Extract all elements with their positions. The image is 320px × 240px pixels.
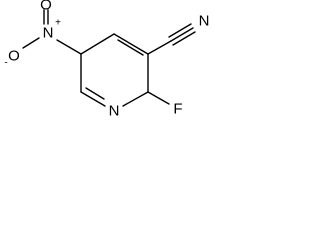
bond-c4-c3 (113, 33, 149, 55)
fluoro-group: F (147, 91, 183, 118)
bond-c5-c4 (80, 33, 115, 55)
bond-c5-nitro-n (56, 39, 82, 55)
bond-c2-n1 (122, 91, 149, 107)
nitro-nitrogen-charge: + (55, 18, 61, 29)
nitro-oxygen-double-label: O (40, 0, 52, 14)
bond-n1-c6 (80, 91, 106, 107)
fluorine-label: F (173, 101, 182, 118)
nitro-oxygen-charge: - (4, 58, 7, 69)
bond-c3-cn (147, 40, 172, 55)
nitro-oxygen-single-label: O (8, 48, 20, 65)
nitrile-nitrogen-label: N (199, 13, 210, 30)
nitro-group: N + O O - (4, 0, 82, 69)
triple-bond-lower (172, 31, 196, 46)
triple-bond-upper (168, 23, 192, 38)
bond-n1-c6-inner (85, 87, 105, 100)
bond-c2-f (147, 91, 170, 105)
nitro-nitrogen-label: N (43, 25, 54, 42)
bond-nitro-n-o-single (22, 37, 40, 49)
bond-c4-c3-inner (117, 39, 144, 56)
pyridine-ring (80, 33, 149, 107)
nitrile-group: N (147, 13, 210, 55)
ring-nitrogen-label: N (109, 103, 120, 120)
molecule-structure: N F N N + O O - (4, 0, 210, 120)
triple-bond-center (170, 27, 194, 42)
